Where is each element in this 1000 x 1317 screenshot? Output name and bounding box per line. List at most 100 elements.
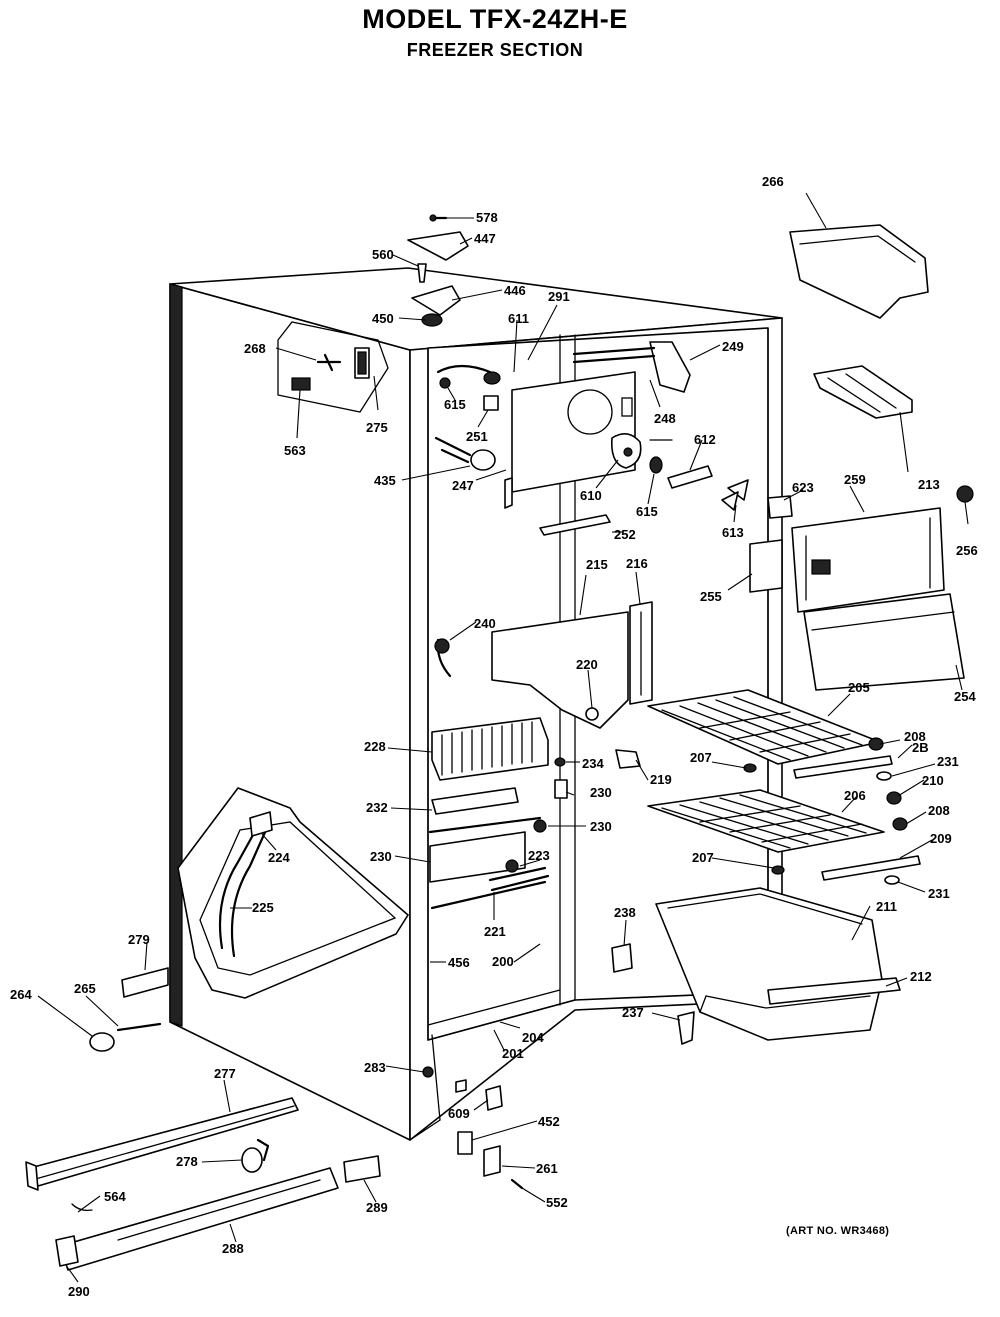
part-label-230: 230	[590, 819, 612, 834]
base-grille-assembly	[25, 1097, 381, 1271]
part-label-609: 609	[448, 1106, 470, 1121]
part-label-223: 223	[528, 848, 550, 863]
part-label-240: 240	[474, 616, 496, 631]
part-label-230: 230	[370, 849, 392, 864]
part-label-290: 290	[68, 1284, 90, 1299]
part-label-275: 275	[366, 420, 388, 435]
part-label-578: 578	[476, 210, 498, 225]
guard-255	[749, 539, 783, 593]
part-number-labels: 266 578 447 560 446 450 291 611 249 268 615 248 275 5…	[10, 174, 978, 1299]
light-socket-623	[767, 495, 793, 519]
part-label-251: 251	[466, 429, 488, 444]
part-label-215: 215	[586, 557, 608, 572]
part-label-2B: 2B	[912, 740, 929, 755]
knob-256	[956, 485, 974, 503]
part-label-266: 266	[762, 174, 784, 189]
part-label-228: 228	[364, 739, 386, 754]
part-label-206: 206	[844, 788, 866, 803]
drain-trough-assembly	[177, 787, 409, 999]
part-label-220: 220	[576, 657, 598, 672]
part-label-211: 211	[876, 899, 897, 914]
part-label-248: 248	[654, 411, 676, 426]
art-number: (ART NO. WR3468)	[786, 1225, 890, 1237]
part-label-237: 237	[622, 1005, 644, 1020]
top-hinge-parts	[407, 214, 469, 327]
part-label-210: 210	[922, 773, 944, 788]
part-label-456: 456	[448, 955, 470, 970]
part-label-212: 212	[910, 969, 932, 984]
part-label-232: 232	[366, 800, 388, 815]
part-label-435: 435	[374, 473, 396, 488]
fan-blade-613	[721, 479, 749, 511]
part-label-563: 563	[284, 443, 306, 458]
leader-lines	[37, 192, 969, 1283]
diagram-title: MODEL TFX-24ZH-E	[362, 4, 628, 34]
part-label-247: 247	[452, 478, 474, 493]
part-label-261: 261	[536, 1161, 558, 1176]
part-label-552: 552	[546, 1195, 568, 1210]
part-label-612: 612	[694, 432, 716, 447]
part-label-289: 289	[366, 1200, 388, 1215]
part-label-234: 234	[582, 756, 604, 771]
part-label-200: 200	[492, 954, 514, 969]
part-label-216: 216	[626, 556, 648, 571]
latch-237	[677, 1011, 695, 1045]
part-label-225: 225	[252, 900, 274, 915]
part-label-259: 259	[844, 472, 866, 487]
part-label-209: 209	[930, 831, 952, 846]
light-switch-assembly	[277, 321, 389, 413]
part-label-249: 249	[722, 339, 744, 354]
part-label-291: 291	[548, 289, 570, 304]
part-label-450: 450	[372, 311, 394, 326]
part-label-564: 564	[104, 1189, 126, 1204]
air-duct-assembly	[434, 514, 653, 729]
part-label-256: 256	[956, 543, 978, 558]
part-label-613: 613	[722, 525, 744, 540]
part-label-254: 254	[954, 689, 976, 704]
part-label-623: 623	[792, 480, 814, 495]
ice-tray-213	[813, 365, 913, 419]
part-label-560: 560	[372, 247, 394, 262]
evaporator-coil	[428, 717, 641, 910]
part-label-213: 213	[918, 477, 940, 492]
part-label-207: 207	[692, 850, 714, 865]
part-label-615: 615	[444, 397, 466, 412]
diagram-subtitle: FREEZER SECTION	[406, 40, 584, 60]
part-label-279: 279	[128, 932, 150, 947]
part-label-208: 208	[928, 803, 950, 818]
part-label-277: 277	[214, 1066, 236, 1081]
bracket-279	[121, 967, 169, 998]
part-label-201: 201	[502, 1046, 524, 1061]
part-label-238: 238	[614, 905, 636, 920]
part-label-447: 447	[474, 231, 496, 246]
part-label-252: 252	[614, 527, 636, 542]
part-label-221: 221	[484, 924, 506, 939]
part-label-278: 278	[176, 1154, 198, 1169]
door-bin-254	[803, 593, 965, 691]
part-label-207: 207	[690, 750, 712, 765]
evaporator-fan-assembly	[434, 341, 713, 509]
part-label-204: 204	[522, 1030, 544, 1045]
part-label-231: 231	[937, 754, 959, 769]
part-label-264: 264	[10, 987, 32, 1002]
part-label-283: 283	[364, 1060, 386, 1075]
part-label-230: 230	[590, 785, 612, 800]
part-label-452: 452	[538, 1114, 560, 1129]
ice-bin-266	[789, 224, 929, 319]
part-label-615: 615	[636, 504, 658, 519]
wire-shelf-206	[647, 789, 885, 853]
bracket-238	[611, 943, 633, 973]
part-label-446: 446	[504, 283, 526, 298]
part-label-610: 610	[580, 488, 602, 503]
part-label-611: 611	[508, 311, 529, 326]
part-label-268: 268	[244, 341, 266, 356]
part-label-288: 288	[222, 1241, 244, 1256]
part-label-208: 208	[904, 729, 926, 744]
freezer-basket-211	[655, 887, 901, 1041]
part-label-219: 219	[650, 772, 672, 787]
ice-bucket-259	[791, 507, 945, 613]
part-label-265: 265	[74, 981, 96, 996]
part-label-231: 231	[928, 886, 950, 901]
part-label-224: 224	[268, 850, 290, 865]
